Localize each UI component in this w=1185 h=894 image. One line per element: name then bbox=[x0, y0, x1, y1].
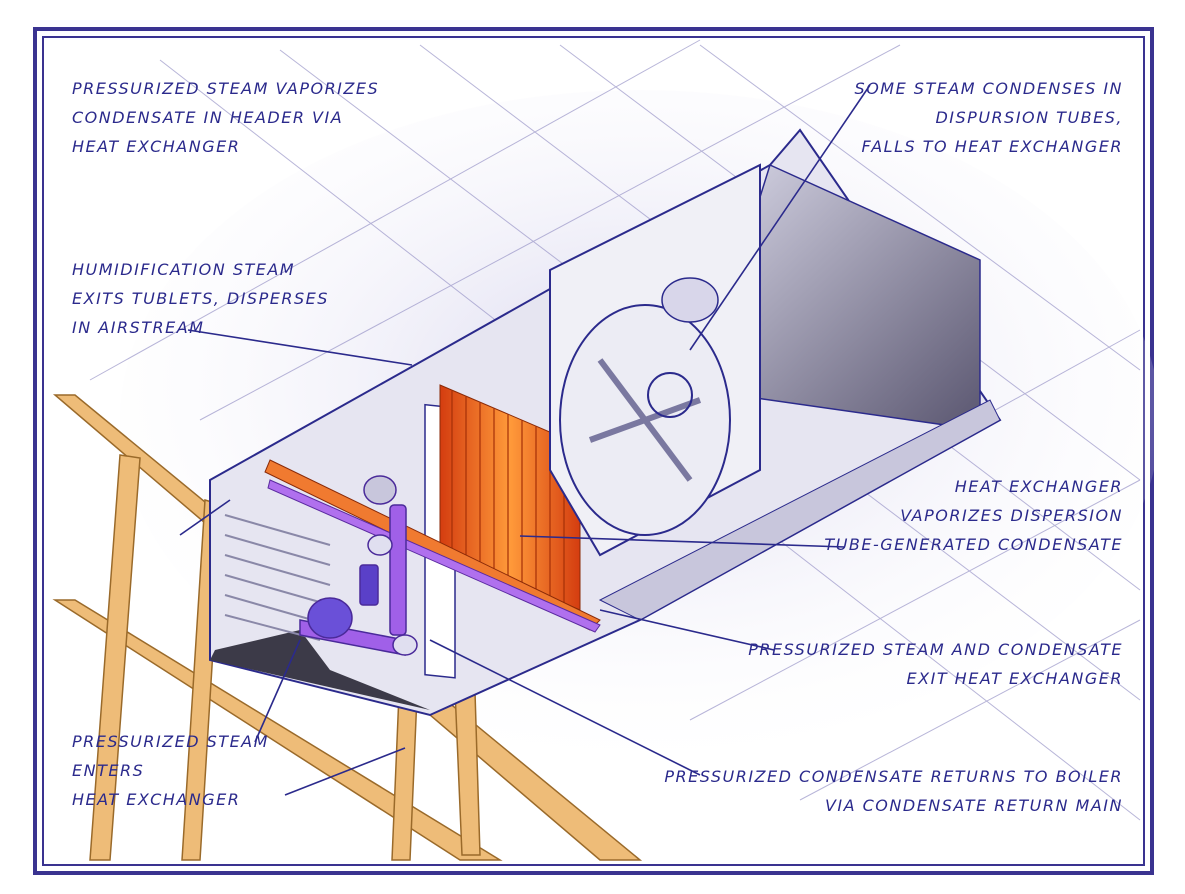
label-line: Pressurized steam vaporizes bbox=[72, 79, 380, 98]
ceiling-grid bbox=[89, 39, 1141, 821]
label-line: Pressurized steam bbox=[72, 732, 269, 751]
label-exchanger-vaporizes: Heat exchanger vaporizes dispersion tube… bbox=[824, 472, 1123, 559]
label-steam-exit: Pressurized steam and condensate exit he… bbox=[748, 635, 1123, 693]
label-line: condensate in header via bbox=[72, 108, 344, 127]
purple-piping bbox=[299, 475, 418, 656]
label-line: via condensate return main bbox=[824, 796, 1123, 815]
label-line: falls to heat exchanger bbox=[861, 137, 1123, 156]
label-condensate-returns: Pressurized condensate returns to boiler… bbox=[664, 762, 1123, 820]
label-steam-enters: Pressurized steam enters heat exchanger bbox=[72, 727, 269, 814]
label-line: Pressurized steam and condensate bbox=[748, 640, 1123, 659]
label-line: tube-generated condensate bbox=[824, 535, 1123, 554]
label-line: enters bbox=[72, 761, 145, 780]
label-line: Humidification steam bbox=[72, 260, 296, 279]
label-line: heat exchanger bbox=[72, 790, 241, 809]
label-header-vaporizes: Pressurized steam vaporizes condensate i… bbox=[72, 74, 379, 161]
label-dispersion-condenses: Some steam condenses in dispursion tubes… bbox=[855, 74, 1123, 161]
heat-exchanger bbox=[424, 384, 581, 679]
label-line: in airstream bbox=[72, 318, 205, 337]
label-line: exit heat exchanger bbox=[906, 669, 1123, 688]
label-line: Some steam condenses in bbox=[854, 79, 1123, 98]
leader-lines bbox=[179, 84, 871, 796]
label-line: heat exchanger bbox=[72, 137, 241, 156]
label-line: Pressurized condensate returns to boiler bbox=[664, 767, 1123, 786]
label-line: dispursion tubes, bbox=[935, 108, 1123, 127]
label-line: Heat exchanger bbox=[954, 477, 1123, 496]
label-humidification-exits: Humidification steam exits tublets, disp… bbox=[72, 255, 329, 342]
steam-header-pipe bbox=[264, 459, 601, 633]
label-line: vaporizes dispersion bbox=[900, 506, 1123, 525]
fan-assembly bbox=[549, 163, 761, 557]
label-line: exits tublets, disperses bbox=[72, 289, 329, 308]
